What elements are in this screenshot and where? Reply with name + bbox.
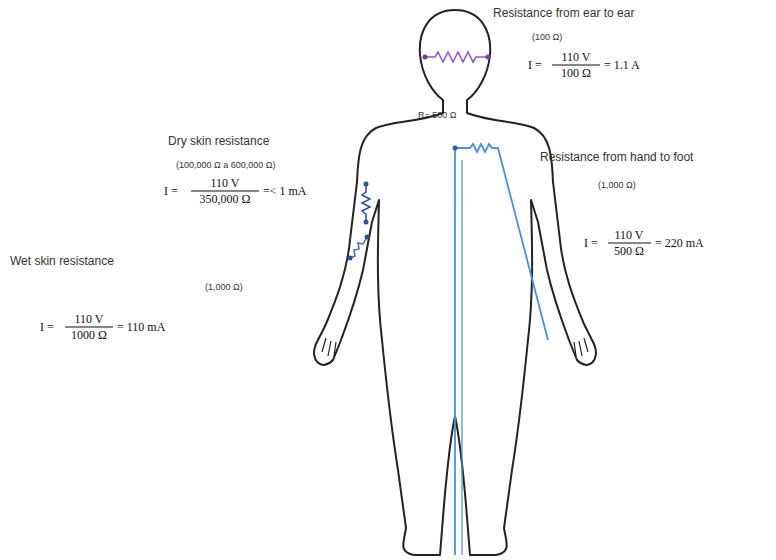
fraction-numerator: 110 V: [561, 50, 590, 64]
formula-part: I =: [40, 320, 54, 334]
resistance-value: R= 500 Ω: [418, 108, 457, 122]
fraction-denominator: 100 Ω: [561, 66, 591, 80]
resistance-value: (1,000 Ω): [205, 280, 243, 294]
fraction-numerator: 110 V: [614, 228, 643, 242]
fraction-denominator: 350,000 Ω: [200, 192, 251, 206]
formula-part: I =: [528, 58, 542, 72]
hand-foot-circuit: [453, 144, 549, 555]
resistance-value: (100,000 Ω a 600,000 Ω): [176, 158, 276, 172]
title-label: Wet skin resistance: [10, 254, 114, 268]
formula-part: = 110 mA: [117, 320, 165, 334]
formula-part: =< 1 mA: [263, 184, 307, 198]
fraction-denominator: 1000 Ω: [71, 328, 107, 342]
formula-part: I =: [584, 236, 598, 250]
wet-skin-resistor: [348, 235, 370, 261]
dry-skin-resistor: [362, 182, 370, 225]
title-label: Resistance from hand to foot: [540, 150, 693, 164]
fraction-bars: [65, 65, 651, 327]
formula-part: = 1.1 A: [604, 58, 640, 72]
ear-resistor: [423, 52, 491, 62]
fraction-denominator: 500 Ω: [614, 244, 644, 258]
fraction-numerator: 110 V: [210, 176, 239, 190]
formula-part: = 220 mA: [655, 236, 704, 250]
fraction-numerator: 110 V: [74, 312, 103, 326]
title-label: Resistance from ear to ear: [493, 6, 634, 20]
resistance-value: (100 Ω): [532, 30, 562, 44]
formula-part: I =: [164, 184, 178, 198]
body-outline: [314, 10, 596, 555]
title-label: Dry skin resistance: [168, 134, 269, 148]
resistance-value: (1,000 Ω): [598, 178, 636, 192]
